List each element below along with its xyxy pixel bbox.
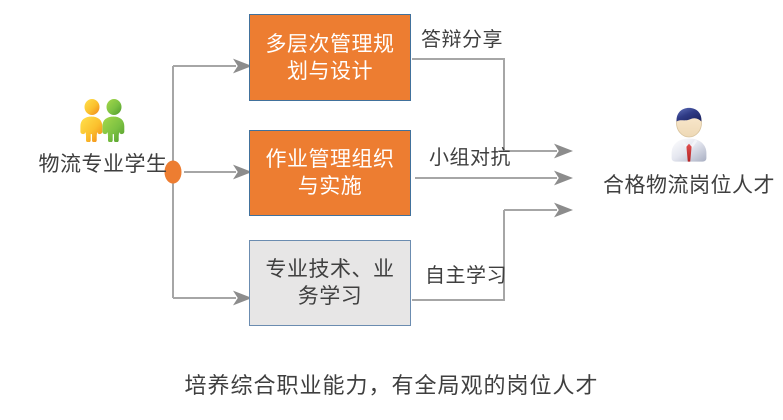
edge-label-1: 答辩分享: [421, 29, 503, 51]
edge-label-2: 小组对抗: [429, 147, 511, 169]
source-label: 物流专业学生: [38, 152, 168, 176]
process-box-2-line-2: 与实施: [297, 174, 363, 198]
edge-label-3: 自主学习: [425, 265, 507, 287]
process-box-3-line-2: 务学习: [297, 284, 363, 308]
process-box-3-line-1: 专业技术、业: [265, 257, 395, 282]
target-endpoint-talent: 合格物流岗位人才: [596, 105, 782, 199]
connector-box-1-elbow: [412, 58, 505, 151]
process-box-2[interactable]: 作业管理组织 与实施: [249, 130, 411, 216]
process-box-1-line-1: 多层次管理规: [265, 31, 395, 56]
diagram-caption: 培养综合职业能力，有全局观的岗位人才: [184, 373, 599, 398]
process-box-1[interactable]: 多层次管理规 划与设计: [249, 14, 411, 101]
process-box-3[interactable]: 专业技术、业 务学习: [249, 240, 411, 326]
two-people-icon: [80, 99, 125, 142]
source-endpoint-students: 物流专业学生: [8, 98, 198, 178]
target-label: 合格物流岗位人才: [603, 173, 775, 197]
process-box-2-line-1: 作业管理组织: [265, 147, 395, 172]
process-box-1-line-2: 划与设计: [287, 58, 373, 83]
businessperson-avatar-icon: [671, 107, 707, 162]
